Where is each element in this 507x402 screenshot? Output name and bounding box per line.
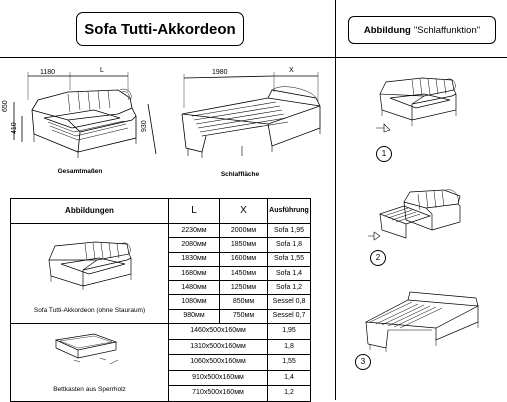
row-2-type: Sofa 1,8 [267, 237, 311, 253]
row-1-l: 2230мм [168, 222, 220, 239]
row-1-x: 2000мм [219, 222, 268, 239]
row-7-type: Sessel 0,7 [267, 308, 311, 325]
sofa-caption: Sofa Tutti-Akkordeon (ohne Stauraum) [33, 307, 146, 315]
row-4-type: Sofa 1,4 [267, 265, 311, 282]
dim-410: 410 [11, 122, 18, 134]
row-4-x: 1450мм [219, 265, 268, 282]
table-header-row: Abbildungen L X Ausführung [10, 198, 311, 224]
box-row: 1310x500x160мм 1,8 [11, 338, 311, 356]
row-6-l: 1080мм [168, 294, 220, 310]
step-2-drawing [368, 189, 461, 241]
dim-930: 930 [141, 120, 148, 132]
row-5-l: 1480мм [168, 280, 220, 296]
sleeping-area-caption: Schlaffläche [220, 171, 260, 178]
dim-X: X [289, 67, 294, 74]
sleep-function-title: Abbildung"Schlaffunktion" [348, 16, 496, 44]
page-title-text: Sofa Tutti-Akkordeon [84, 20, 236, 38]
sofa-overall-dimensions-drawing [13, 72, 157, 158]
header-X: X [219, 198, 268, 224]
step-3-marker: 3 [355, 354, 371, 370]
box-2-type: 1,8 [267, 338, 311, 356]
bed-box-drawing [54, 333, 118, 365]
sleep-function-title-rest: "Schlaffunktion" [413, 24, 481, 36]
box-row: 910x500x160мм 1,4 [11, 369, 311, 387]
step-1-drawing [376, 77, 457, 133]
row-5-x: 1250мм [219, 280, 268, 296]
spec-table: Abbildungen L X Ausführung Sofa Tutti-Ak… [10, 198, 311, 402]
dim-1180: 1180 [40, 69, 56, 76]
box-image-cell: Bettkasten aus Sperrholz [10, 323, 169, 402]
box-4-size: 910x500x160мм [168, 369, 268, 387]
horizontal-divider [0, 57, 507, 58]
dim-L: L [100, 67, 104, 74]
header-execution: Ausführung [267, 198, 311, 224]
sofa-image-cell: Sofa Tutti-Akkordeon (ohne Stauraum) [10, 222, 169, 325]
table-row: Sofa Tutti-Akkordeon (ohne Stauraum) 223… [10, 222, 311, 325]
header-L: L [168, 198, 220, 224]
step-2-number: 2 [375, 253, 381, 262]
row-7-x: 750мм [219, 308, 268, 325]
step-3-drawing [364, 291, 480, 352]
sleeping-area-drawing [181, 72, 321, 158]
header-images: Abbildungen [10, 198, 169, 224]
row-7-l: 980мм [168, 308, 220, 325]
page-title: Sofa Tutti-Akkordeon [76, 12, 244, 46]
vertical-divider [335, 0, 336, 400]
row-6-x: 850мм [219, 294, 268, 310]
box-1-size: 1460x500x160мм [168, 323, 268, 340]
table-row: 1480мм 1250мм Sofa 1,2 [11, 280, 311, 296]
sofa-thumbnail-drawing [47, 241, 131, 290]
box-row: 1060x500x160мм 1,55 [11, 354, 311, 371]
dim-1980: 1980 [212, 69, 228, 76]
step-3-number: 3 [360, 357, 366, 366]
step-1-number: 1 [381, 149, 387, 158]
table-row: 1680мм 1450мм Sofa 1,4 [11, 265, 311, 282]
box-5-type: 1,2 [267, 385, 311, 402]
row-2-x: 1850мм [219, 237, 268, 253]
row-3-x: 1600мм [219, 251, 268, 267]
table-row: 2080мм 1850мм Sofa 1,8 [11, 237, 311, 253]
step-2-marker: 2 [370, 250, 386, 266]
dim-650: 650 [2, 100, 9, 112]
row-3-l: 1830мм [168, 251, 220, 267]
box-caption: Bettkasten aus Sperrholz [53, 385, 126, 393]
table-row: 980мм 750мм Sessel 0,7 [11, 308, 311, 325]
row-5-type: Sofa 1,2 [267, 280, 311, 296]
box-3-size: 1060x500x160мм [168, 354, 268, 371]
box-4-type: 1,4 [267, 369, 311, 387]
overall-caption: Gesamtmaßen [57, 168, 103, 175]
sleep-function-title-bold: Abbildung [363, 24, 411, 36]
table-row: 1080мм 850мм Sessel 0,8 [11, 294, 311, 310]
row-6-type: Sessel 0,8 [267, 294, 311, 310]
row-4-l: 1680мм [168, 265, 220, 282]
box-3-type: 1,55 [267, 354, 311, 371]
row-1-type: Sofa 1,95 [267, 222, 311, 239]
row-2-l: 2080мм [168, 237, 220, 253]
box-2-size: 1310x500x160мм [168, 338, 268, 356]
box-5-size: 710x500x160мм [168, 385, 268, 402]
box-1-type: 1,95 [267, 323, 311, 340]
step-1-marker: 1 [376, 146, 392, 162]
row-3-type: Sofa 1,55 [267, 251, 311, 267]
box-row: Bettkasten aus Sperrholz 1460x500x160мм … [10, 323, 311, 402]
